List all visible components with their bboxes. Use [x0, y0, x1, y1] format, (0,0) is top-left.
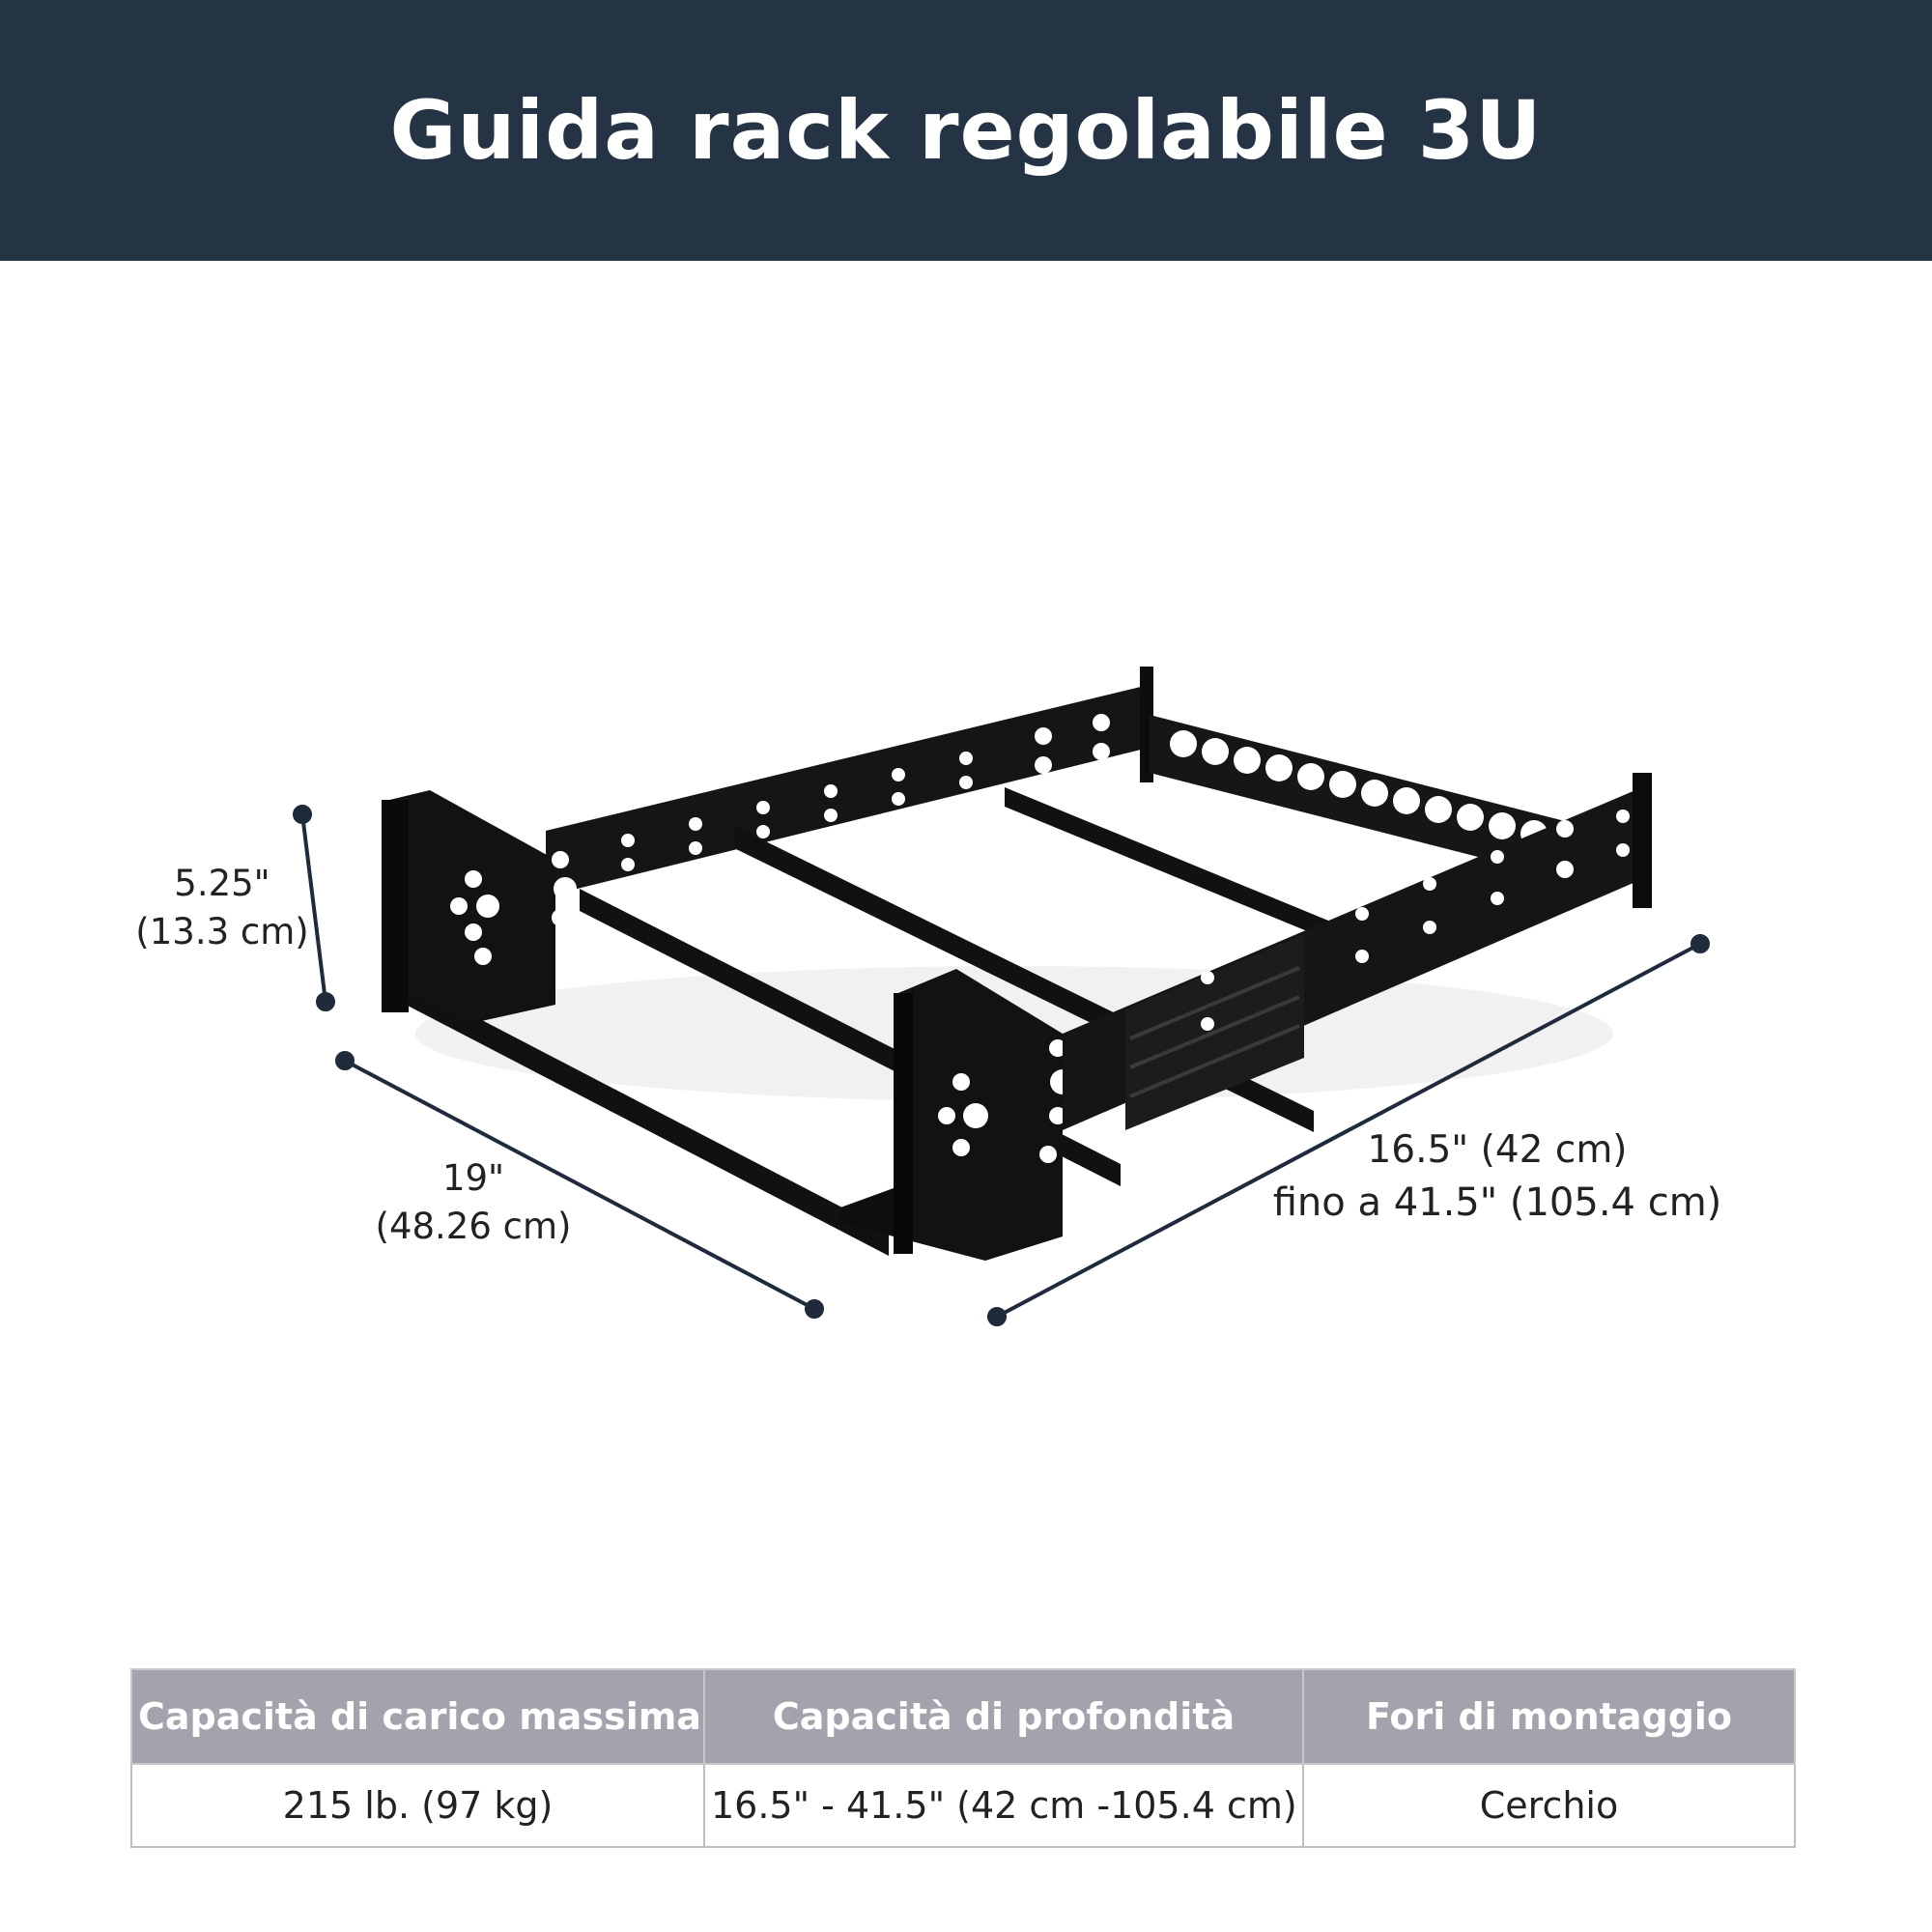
- page-title: Guida rack regolabile 3U: [389, 83, 1543, 178]
- dimension-lines: [293, 805, 1710, 1326]
- rack-rail-image: [293, 667, 1710, 1326]
- value-mounting-holes: Cerchio: [1302, 1763, 1796, 1848]
- width-dimension-label: 19" (48.26 cm): [348, 1154, 599, 1251]
- depth-dimension-label: 16.5" (42 cm) fino a 41.5" (105.4 cm): [1236, 1125, 1758, 1229]
- specs-header-row: Capacità di carico massima Capacità di p…: [130, 1668, 1796, 1765]
- header-banner: Guida rack regolabile 3U: [0, 0, 1932, 261]
- specs-value-row: 215 lb. (97 kg) 16.5" - 41.5" (42 cm -10…: [130, 1763, 1796, 1848]
- header-max-load: Capacità di carico massima: [130, 1668, 705, 1765]
- width-cm: (48.26 cm): [375, 1205, 572, 1247]
- header-mounting-holes: Fori di montaggio: [1302, 1668, 1796, 1765]
- height-dimension-label: 5.25" (13.3 cm): [116, 860, 328, 956]
- width-inches: 19": [441, 1157, 505, 1199]
- header-depth-capacity: Capacità di profondità: [703, 1668, 1304, 1765]
- depth-max: fino a 41.5" (105.4 cm): [1272, 1179, 1722, 1225]
- height-cm: (13.3 cm): [135, 910, 309, 952]
- specs-table: Capacità di carico massima Capacità di p…: [130, 1668, 1796, 1848]
- depth-min: 16.5" (42 cm): [1367, 1128, 1628, 1172]
- height-inches: 5.25": [174, 863, 270, 904]
- product-figure: 5.25" (13.3 cm) 19" (48.26 cm) 16.5" (42…: [0, 261, 1932, 1633]
- value-depth-capacity: 16.5" - 41.5" (42 cm -105.4 cm): [703, 1763, 1304, 1848]
- value-max-load: 215 lb. (97 kg): [130, 1763, 705, 1848]
